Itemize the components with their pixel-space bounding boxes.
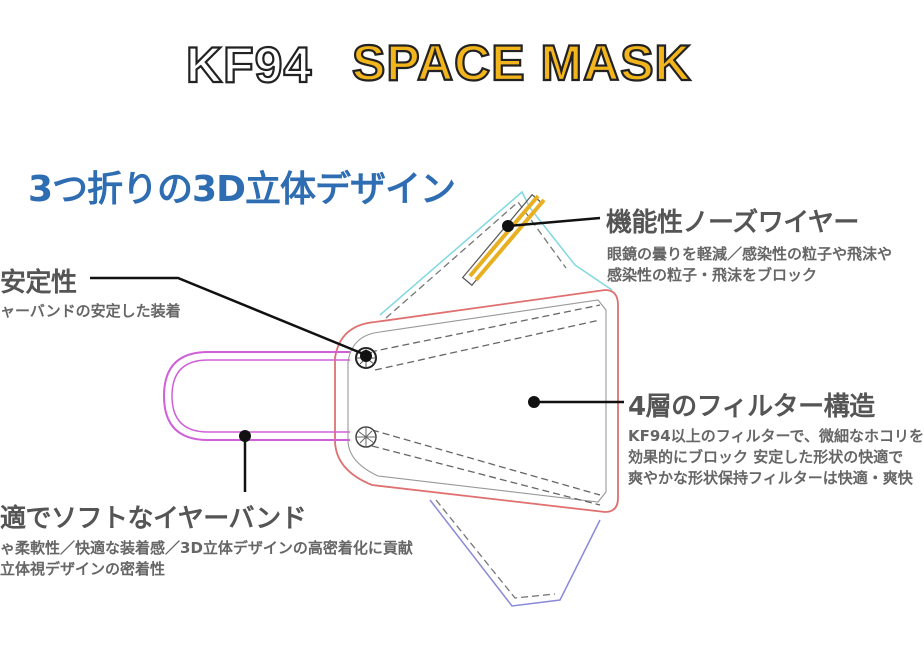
callout-stability-title: 安定性 [0,268,77,298]
mask-body-inner [347,299,607,503]
fold-line-lower [371,429,601,506]
title-kf94: KF94 [185,36,313,94]
leader-stability [90,276,372,362]
callout-nose-wire-desc: 眼鏡の曇りを軽減／感染性の粒子や飛沫や 感染性の粒子・飛沫をブロック [607,244,892,286]
leader-filter [528,396,624,408]
callout-filter-title: 4層のフィルター構造 [628,392,875,422]
callout-ear-band-desc: ゃ柔軟性／快適な装着感／3D立体デザインの高密着化に貢献 立体視デザインの密着性 [0,538,413,580]
ear-loop [162,351,350,441]
chin-panel-outline [429,499,601,607]
callout-nose-wire-line: 感染性の粒子・飛沫をブロック [607,266,818,284]
chin-panel-dash [435,499,556,599]
callout-ear-band-title: 適でソフトなイヤーバンド [0,504,307,534]
callout-filter-desc: KF94以上のフィルターで、微細なホコリを 効果的にブロック 安定した形状の快適… [628,426,924,489]
leader-ear-band [239,430,251,492]
callout-filter-line: KF94以上のフィルターで、微細なホコリを [628,427,924,445]
fold-line-upper [369,304,601,371]
callout-stability-desc: ャーバンドの安定した装着 [0,301,181,322]
attachment-bottom [355,426,377,448]
callout-ear-band-line: ゃ柔軟性／快適な装着感／3D立体デザインの高密着化に貢献 [0,539,413,557]
mask-body-outline [334,289,619,513]
callout-filter-line: 爽やかな形状保持フィルターは快適・爽快 [628,469,913,487]
nose-wire [461,193,546,287]
callout-stability-line: ャーバンドの安定した装着 [0,302,181,320]
nose-panel-dash [385,201,567,319]
subtitle: 3つ折りの3D立体デザイン [28,169,456,210]
callout-ear-band-line: 立体視デザインの密着性 [0,560,166,578]
ear-loop-inner [171,359,350,433]
callout-nose-wire-line: 眼鏡の曇りを軽減／感染性の粒子や飛沫や [607,245,893,263]
title-space-mask: SPACE MASK [351,34,692,92]
callout-nose-wire-title: 機能性ノーズワイヤー [606,208,859,238]
leader-nose-wire [502,216,601,232]
callout-filter-line: 効果的にブロック 安定した形状の快適で [628,448,904,466]
